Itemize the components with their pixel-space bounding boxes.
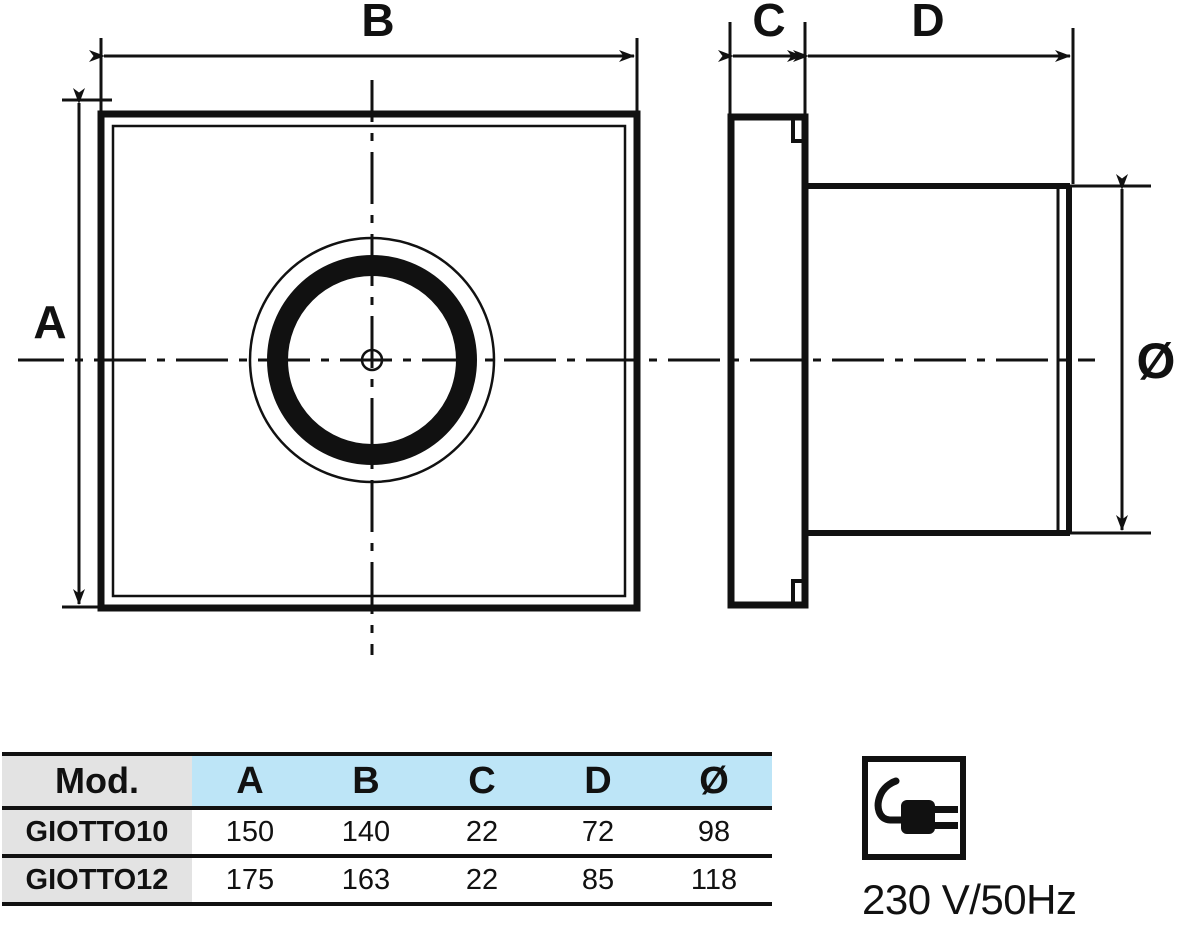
flange-notch-bottom xyxy=(791,579,805,605)
front-view xyxy=(18,80,1095,655)
dim-label-C: C xyxy=(752,0,785,46)
voltage-frequency-label: 230 V/50Hz xyxy=(862,876,1077,923)
column-header-a: A xyxy=(192,754,308,810)
electrical-spec: 230 V/50Hz xyxy=(862,756,1077,924)
cell-d: 85 xyxy=(540,856,656,906)
column-header-model: Mod. xyxy=(2,754,192,810)
table-row: GIOTTO12 175 163 22 85 118 xyxy=(2,856,772,906)
dim-label-B: B xyxy=(361,0,394,46)
cell-c: 22 xyxy=(424,856,540,906)
side-view xyxy=(727,113,1072,609)
table-row: GIOTTO10 150 140 22 72 98 xyxy=(2,808,772,858)
flange-notch-top xyxy=(791,117,805,143)
dim-label-diameter: Ø xyxy=(1137,333,1176,389)
dimension-A: A xyxy=(33,88,112,609)
dimension-diameter: Ø xyxy=(1064,174,1176,535)
dim-label-D: D xyxy=(911,0,944,46)
dimension-D: D xyxy=(793,0,1075,184)
column-header-diameter: Ø xyxy=(656,754,772,810)
cell-c: 22 xyxy=(424,808,540,858)
cell-d: 72 xyxy=(540,808,656,858)
power-plug-icon xyxy=(874,777,958,834)
cell-b: 163 xyxy=(308,856,424,906)
dimension-C: C xyxy=(718,0,807,115)
cell-a: 175 xyxy=(192,856,308,906)
dim-label-A: A xyxy=(33,296,66,348)
power-plug-icon-box xyxy=(862,756,966,860)
column-header-d: D xyxy=(540,754,656,810)
table-header-row: Mod. A B C D Ø xyxy=(2,754,772,810)
cell-model: GIOTTO10 xyxy=(2,808,192,858)
column-header-c: C xyxy=(424,754,540,810)
dimension-B: B xyxy=(89,0,639,112)
cell-diameter: 98 xyxy=(656,808,772,858)
cell-a: 150 xyxy=(192,808,308,858)
cell-b: 140 xyxy=(308,808,424,858)
cell-diameter: 118 xyxy=(656,856,772,906)
dimension-table: Mod. A B C D Ø GIOTTO10 150 140 22 72 98… xyxy=(2,752,772,906)
column-header-b: B xyxy=(308,754,424,810)
cell-model: GIOTTO12 xyxy=(2,856,192,906)
technical-drawing: B A C D Ø xyxy=(18,0,1176,655)
flange-plate xyxy=(727,113,809,609)
